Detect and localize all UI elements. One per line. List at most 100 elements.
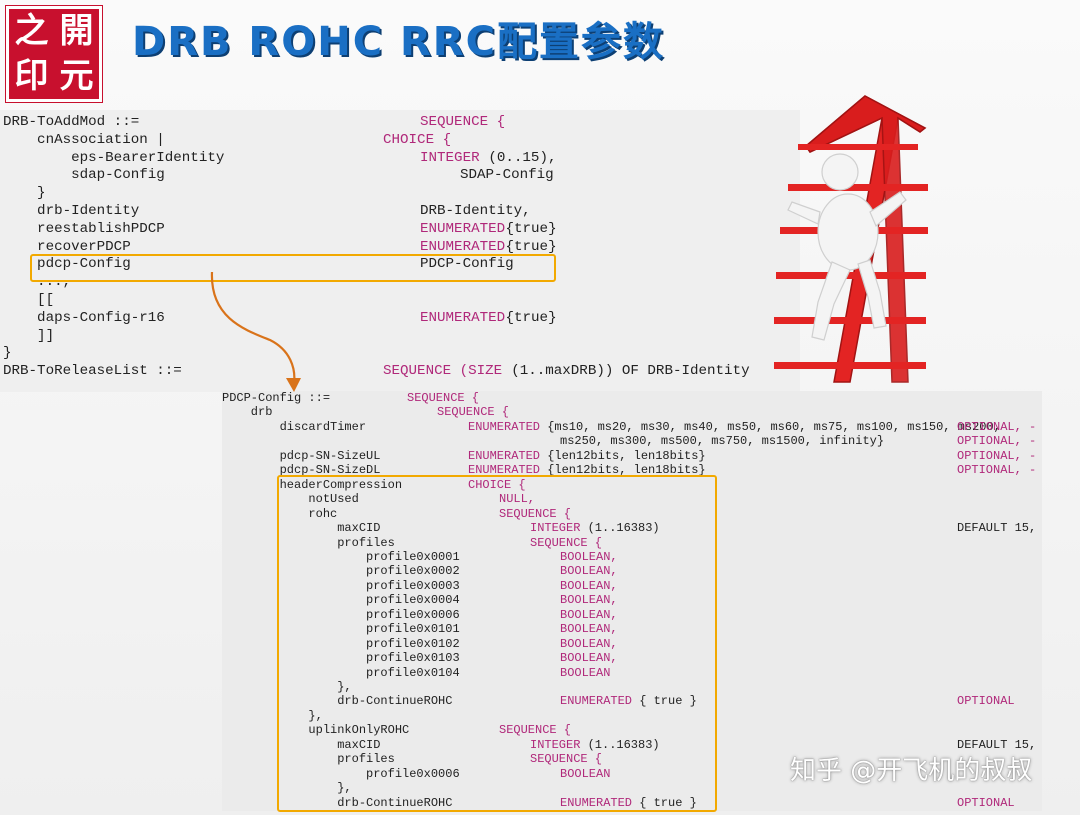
asn1-keyword: BOOLEAN, xyxy=(560,593,618,608)
field-name: drb xyxy=(222,405,273,420)
asn1-keyword: SEQUENCE { xyxy=(499,506,572,521)
presence-spec: OPTIONAL xyxy=(957,795,1015,810)
asn1-keyword: BOOLEAN, xyxy=(560,578,618,593)
type-spec: DRB-Identity, xyxy=(420,203,531,219)
presence-spec: DEFAULT 15, xyxy=(957,521,1037,536)
drb-toaddmod-code-panel: DRB-ToAddMod ::=SEQUENCE { cnAssociation… xyxy=(0,110,800,392)
field-name: profiles xyxy=(222,752,395,767)
field-name: [[ xyxy=(3,292,55,308)
field-name: } xyxy=(3,345,12,362)
type-spec: {true} xyxy=(505,238,557,255)
asn1-keyword: SEQUENCE { xyxy=(499,723,572,738)
type-spec: ms250, ms300, ms500, ms750, ms1500, infi… xyxy=(560,434,885,449)
field-name: drb-ContinueROHC xyxy=(222,795,453,810)
type-spec: {len12bits, len18bits} xyxy=(540,463,706,478)
field-name: DRB-ToReleaseList ::= xyxy=(3,363,182,380)
type-spec: {true} xyxy=(505,220,557,237)
code-line: DRB-ToAddMod ::= SEQUENCE { xyxy=(0,113,800,131)
field-name: sdap-Config xyxy=(3,167,165,184)
asn1-keyword: CHOICE { xyxy=(383,131,452,148)
asn1-keyword: SEQUENCE (SIZE xyxy=(383,363,503,380)
field-name: profiles xyxy=(222,535,395,550)
type-spec: { true } xyxy=(632,694,697,709)
field-name: pdcp-SN-SizeUL xyxy=(222,448,381,463)
field-name: pdcp-Config xyxy=(3,256,131,273)
asn1-keyword: BOOLEAN xyxy=(560,766,611,781)
logo-char: 印 xyxy=(14,56,49,96)
asn1-keyword: ENUMERATED xyxy=(420,309,506,326)
asn1-keyword: ENUMERATED xyxy=(420,220,506,237)
code-line: }, xyxy=(222,709,1042,724)
asn1-keyword: BOOLEAN, xyxy=(560,622,618,637)
field-name: profile0x0104 xyxy=(222,665,460,680)
field-name: pdcp-SN-SizeDL xyxy=(222,463,381,478)
field-name: drb-Identity xyxy=(3,203,140,219)
code-line: profile0x0102 BOOLEAN, xyxy=(222,637,1042,652)
type-spec: PDCP-Config xyxy=(420,256,514,273)
field-name: eps-BearerIdentity xyxy=(3,149,225,166)
code-line: drb-ContinueROHC ENUMERATED { true } OPTIO… xyxy=(222,694,1042,709)
code-line: ms250, ms300, ms500, ms750, ms1500, infi… xyxy=(222,434,1042,449)
field-name: daps-Config-r16 xyxy=(3,309,165,326)
code-line: drb-Identity DRB-Identity, xyxy=(0,202,800,220)
field-name: headerCompression xyxy=(222,477,403,492)
asn1-keyword: SEQUENCE { xyxy=(420,114,506,130)
code-line: ]] xyxy=(0,327,800,345)
field-name: rohc xyxy=(222,506,338,521)
code-line: PDCP-Config ::=SEQUENCE { xyxy=(222,391,1042,406)
field-name: drb-ContinueROHC xyxy=(222,694,453,709)
asn1-keyword: BOOLEAN, xyxy=(560,549,618,564)
field-name: maxCID xyxy=(222,737,381,752)
asn1-keyword: INTEGER xyxy=(530,521,581,536)
asn1-keyword: BOOLEAN, xyxy=(560,607,618,622)
asn1-keyword: ENUMERATED xyxy=(560,694,633,709)
field-name: DRB-ToAddMod ::= xyxy=(3,114,140,130)
code-line: sdap-Config SDAP-Config xyxy=(0,166,800,184)
code-line: reestablishPDCP ENUMERATED{true} xyxy=(0,220,800,238)
field-name: profile0x0002 xyxy=(222,564,460,579)
field-name: } xyxy=(3,185,46,202)
asn1-keyword: INTEGER xyxy=(530,737,581,752)
asn1-keyword: ENUMERATED xyxy=(560,795,633,810)
field-name: profile0x0006 xyxy=(222,607,460,622)
presence-spec: OPTIONAL xyxy=(957,694,1015,709)
code-line: [[ xyxy=(0,291,800,309)
watermark: 知乎 @开飞机的叔叔 xyxy=(790,756,1033,786)
presence-spec: DEFAULT 15, xyxy=(957,737,1037,752)
field-name: ]] xyxy=(3,327,55,344)
field-name: ..., xyxy=(3,274,72,291)
asn1-keyword: ENUMERATED xyxy=(420,238,506,255)
asn1-keyword: BOOLEAN, xyxy=(560,636,618,651)
code-line: } xyxy=(0,184,800,202)
field-name: reestablishPDCP xyxy=(3,220,165,237)
logo-char: 開 xyxy=(59,11,94,51)
field-name: profile0x0102 xyxy=(222,636,460,651)
field-name: }, xyxy=(222,781,352,796)
code-line: }, xyxy=(222,781,1042,796)
presence-spec: OPTIONAL, - xyxy=(957,463,1037,478)
asn1-keyword: SEQUENCE { xyxy=(530,535,603,550)
type-spec: {ms10, ms20, ms30, ms40, ms50, ms60, ms7… xyxy=(540,419,1001,434)
code-line: }, xyxy=(222,680,1042,695)
field-name: }, xyxy=(222,708,323,723)
type-spec: { true } xyxy=(632,795,697,810)
slide-title: DRB ROHC RRC配置参数 xyxy=(132,19,665,65)
type-spec: (1..maxDRB)) OF DRB-Identity xyxy=(502,363,750,380)
type-spec: SDAP-Config xyxy=(460,167,554,184)
code-line: rohc SEQUENCE { xyxy=(222,507,1042,522)
